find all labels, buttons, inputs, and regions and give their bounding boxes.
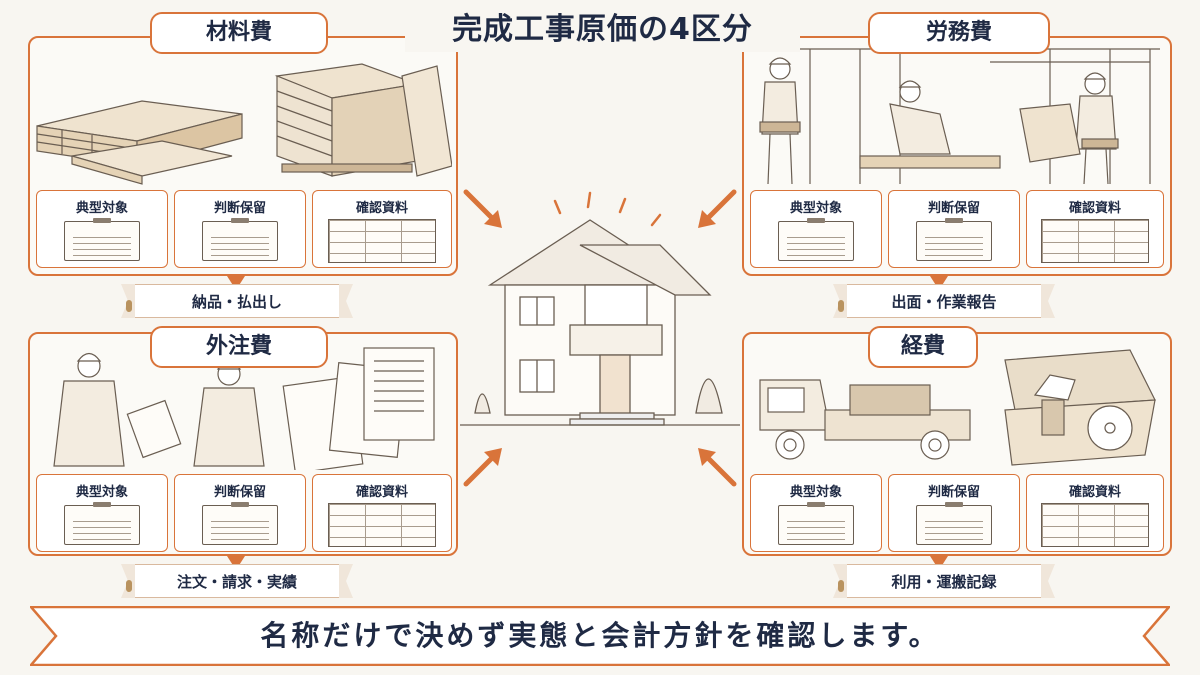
ribbon-labor: 出面・作業報告 [846,284,1042,318]
document-grid-icon [1041,219,1149,263]
card-pending-judgment: 判断保留 [174,474,306,552]
clipboard-icon [64,218,140,261]
ribbon-expenses: 利用・運搬記録 [846,564,1042,598]
card-confirmation-docs: 確認資料 [1026,474,1164,552]
card-confirmation-docs: 確認資料 [1026,190,1164,268]
card-pending-judgment: 判断保留 [888,190,1020,268]
arrow-icon [463,448,502,487]
clipboard-icon [202,218,278,261]
pin-icon [126,580,132,592]
pin-icon [126,300,132,312]
panel-title-expenses: 経費 [868,326,978,368]
ribbon-subcontract: 注文・請求・実績 [134,564,340,598]
clipboard-icon [916,502,992,545]
pin-icon [838,580,844,592]
panel-title-labor: 労務費 [868,12,1050,54]
card-typical-target: 典型対象 [36,190,168,268]
clipboard-icon [778,502,854,545]
card-typical-target: 典型対象 [750,190,882,268]
truck-tools-illustration [750,340,1164,472]
arrow-icon [698,448,737,487]
banner-text: 名称だけで決めず実態と会計方針を確認します。 [260,619,940,652]
arrow-icon [463,189,502,228]
card-typical-target: 典型対象 [750,474,882,552]
card-typical-target: 典型対象 [36,474,168,552]
card-confirmation-docs: 確認資料 [312,474,452,552]
clipboard-icon [64,502,140,545]
lumber-illustration [32,56,452,186]
clipboard-icon [202,502,278,545]
arrow-icon [698,189,737,228]
document-grid-icon [328,503,436,547]
ribbon-materials: 納品・払出し [134,284,340,318]
document-grid-icon [328,219,436,263]
card-confirmation-docs: 確認資料 [312,190,452,268]
clipboard-icon [916,218,992,261]
banner-outline [30,606,1170,666]
clipboard-icon [778,218,854,261]
panel-title-materials: 材料費 [150,12,328,54]
document-grid-icon [1041,503,1149,547]
handshake-contract-illustration [34,336,452,470]
page-title: 完成工事原価の4区分 [405,8,800,52]
panel-title-subcontract: 外注費 [150,326,328,368]
card-pending-judgment: 判断保留 [888,474,1020,552]
house-illustration [460,185,740,435]
workers-illustration [750,44,1164,189]
pin-icon [838,300,844,312]
card-pending-judgment: 判断保留 [174,190,306,268]
